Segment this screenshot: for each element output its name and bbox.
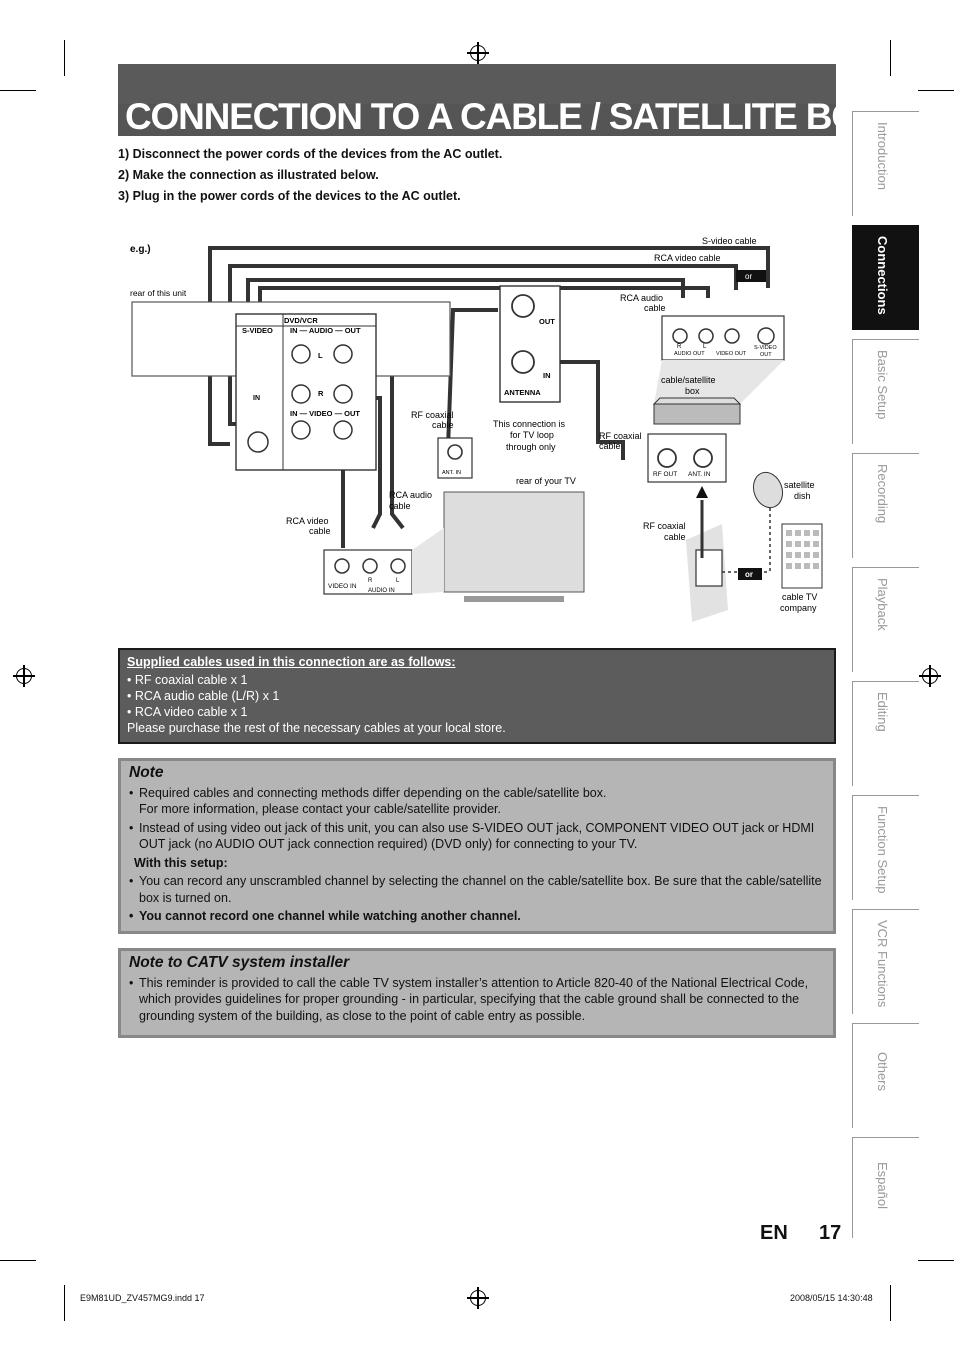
page-title: CONNECTION TO A CABLE / SATELLITE BOX — [125, 96, 883, 137]
label-rca-audio-mid-1: RCA audio — [389, 490, 432, 500]
label-rf-coax-2a: RF coaxial — [599, 431, 642, 441]
label-rca-audio-top-1: RCA audio — [620, 293, 663, 303]
supplied-item: • RCA video cable x 1 — [127, 705, 248, 719]
tab-playback[interactable]: Playback — [852, 567, 919, 672]
tab-introduction[interactable]: Introduction — [852, 111, 919, 216]
label-dvdvcr: DVD/VCR — [284, 316, 318, 325]
label-satellite-dish-2: dish — [794, 491, 811, 501]
note-subheading: With this setup: — [134, 855, 228, 870]
label-tv-l: L — [396, 578, 400, 584]
tab-espanol[interactable]: Español — [852, 1137, 919, 1238]
label-audio-out: AUDIO OUT — [674, 351, 705, 357]
label-audio-in: AUDIO IN — [368, 588, 395, 594]
or-badge-top: or — [745, 272, 752, 281]
tab-editing[interactable]: Editing — [852, 681, 919, 786]
label-rear-tv: rear of your TV — [516, 476, 576, 486]
supplied-item: • RCA audio cable (L/R) x 1 — [127, 689, 280, 703]
tab-recording[interactable]: Recording — [852, 453, 919, 558]
label-jack-l: L — [318, 351, 323, 360]
label-jack-in: IN — [253, 395, 260, 402]
label-cable-sat-box-1: cable/satellite — [661, 375, 716, 385]
label-loop-note-1: This connection is — [493, 419, 566, 429]
label-video-out: VIDEO OUT — [716, 351, 747, 357]
note-bullet-2: Instead of using video out jack of this … — [129, 820, 825, 853]
label-rf-coax-3b: cable — [664, 532, 686, 542]
page-number: 17 — [819, 1222, 842, 1244]
supplied-item: • RF coaxial cable x 1 — [127, 673, 248, 687]
label-svideo-out-2: OUT — [760, 352, 772, 358]
label-svideo-cable: S-video cable — [702, 236, 757, 246]
label-antenna-in: IN — [543, 371, 551, 380]
label-rca-video-mid-2: cable — [309, 526, 331, 536]
label-rf-coax-1b: cable — [432, 420, 454, 430]
label-rca-video-cable-top: RCA video cable — [654, 253, 721, 263]
step-3: 3) Plug in the power cords of the device… — [118, 189, 461, 203]
note-bullet-3: You can record any unscrambled channel b… — [129, 873, 825, 906]
catv-note-box: Note to CATV system installer This remin… — [118, 948, 836, 1038]
label-rf-out: RF OUT — [653, 471, 677, 478]
label-audio-in-out: IN — AUDIO — OUT — [290, 326, 361, 335]
connection-diagram: DVD/VCR S-VIDEO IN — AUDIO — OUT IN — VI… — [130, 236, 823, 622]
supplied-cables-box: Supplied cables used in this connection … — [118, 648, 836, 744]
catv-text: This reminder is provided to call the ca… — [129, 975, 825, 1025]
footer-timestamp: 2008/05/15 14:30:48 — [790, 1293, 873, 1303]
label-antenna-out: OUT — [539, 317, 555, 326]
label-cable-sat-box-2: box — [685, 386, 700, 396]
registration-mark-icon — [467, 42, 489, 64]
or-badge-bottom: or — [745, 570, 753, 579]
label-rca-audio-mid-2: cable — [389, 501, 411, 511]
label-video-in: VIDEO IN — [328, 583, 357, 590]
label-loop-note-3: through only — [506, 442, 556, 452]
supplied-footer: Please purchase the rest of the necessar… — [127, 721, 506, 735]
tab-others[interactable]: Others — [852, 1023, 919, 1128]
label-ant-in-small: ANT. IN — [442, 470, 461, 476]
label-rear-unit: rear of this unit — [130, 288, 187, 298]
label-jack-r: R — [318, 389, 324, 398]
tab-basic-setup[interactable]: Basic Setup — [852, 339, 919, 444]
label-svideo: S-VIDEO — [242, 326, 273, 335]
note-heading: Note — [129, 764, 164, 781]
step-1: 1) Disconnect the power cords of the dev… — [118, 147, 503, 161]
registration-mark-icon — [919, 665, 941, 687]
note-box: Note Required cables and connecting meth… — [118, 758, 836, 934]
label-loop-note-2: for TV loop — [510, 430, 554, 440]
label-svideo-out-1: S-VIDEO — [754, 345, 777, 351]
step-2: 2) Make the connection as illustrated be… — [118, 168, 379, 182]
note-bullet-1: Required cables and connecting methods d… — [129, 785, 825, 818]
note-bullet-4: You cannot record one channel while watc… — [129, 908, 825, 925]
label-satellite-dish-1: satellite — [784, 480, 815, 490]
label-eg: e.g.) — [130, 244, 151, 255]
registration-mark-icon — [467, 1287, 489, 1309]
supplied-heading: Supplied cables used in this connection … — [127, 655, 456, 669]
footer-filename: E9M81UD_ZV457MG9.indd 17 — [80, 1293, 205, 1303]
page-language: EN — [760, 1222, 788, 1244]
label-ant-in: ANT. IN — [688, 471, 711, 478]
tab-vcr-functions[interactable]: VCR Functions — [852, 909, 919, 1014]
label-tv-r: R — [368, 578, 373, 584]
label-rca-video-mid-1: RCA video — [286, 516, 329, 526]
title-band — [118, 64, 836, 136]
catv-heading: Note to CATV system installer — [129, 954, 350, 971]
steps-list: 1) Disconnect the power cords of the dev… — [118, 144, 502, 207]
label-antenna: ANTENNA — [504, 388, 541, 397]
tab-function-setup[interactable]: Function Setup — [852, 795, 919, 900]
registration-mark-icon — [13, 665, 35, 687]
label-box-l: L — [703, 344, 707, 350]
label-rf-coax-3a: RF coaxial — [643, 521, 686, 531]
label-cable-tv-company-1: cable TV — [782, 592, 817, 602]
label-rca-audio-top-2: cable — [644, 303, 666, 313]
label-rf-coax-1a: RF coaxial — [411, 410, 454, 420]
label-video-in-out: IN — VIDEO — OUT — [290, 409, 360, 418]
label-box-r: R — [677, 344, 682, 350]
label-rf-coax-2b: cable — [599, 441, 621, 451]
label-cable-tv-company-2: company — [780, 603, 817, 613]
tab-connections[interactable]: Connections — [852, 225, 919, 330]
